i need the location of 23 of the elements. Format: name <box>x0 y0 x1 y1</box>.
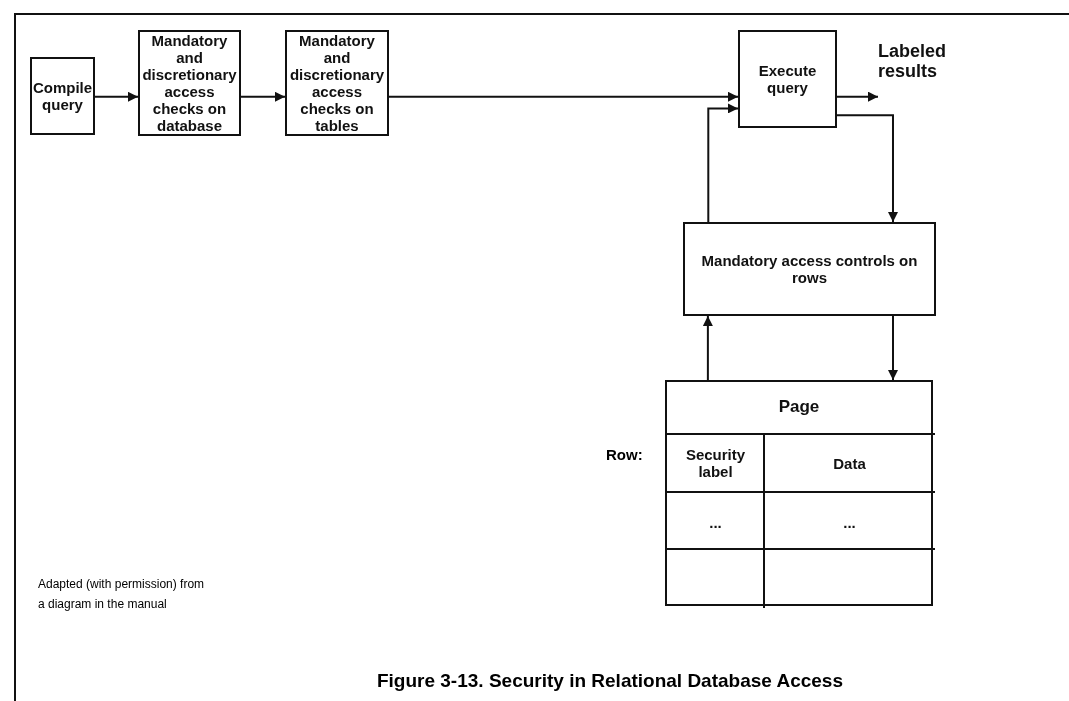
process-box: Mandatory and discretionary access checks on database <box>138 30 241 136</box>
process-box: Mandatory access controls on rows <box>683 222 936 316</box>
process-box: Compile query <box>30 57 95 135</box>
figure-caption: Figure 3-13. Security in Relational Database Access <box>375 670 844 692</box>
arrow <box>888 315 898 381</box>
process-box: Mandatory and discretionary access checks on tables <box>285 30 389 136</box>
arrow <box>707 103 739 223</box>
table-title: Page <box>777 398 821 415</box>
column-header: Security label <box>684 445 747 482</box>
output-text: Labeled results <box>878 36 978 86</box>
source-note: Adapted (with permission) from a diagram in the manual <box>38 576 206 613</box>
ellipsis-text: ... <box>842 512 857 533</box>
arrow <box>240 91 286 102</box>
process-box: Execute query <box>738 30 837 128</box>
column-header: Data <box>832 453 867 474</box>
ellipsis-text: ... <box>708 512 723 533</box>
arrow <box>836 91 879 102</box>
arrow <box>388 91 739 102</box>
row-label: Row: <box>606 446 644 463</box>
table-box <box>665 380 933 606</box>
arrow <box>94 91 139 102</box>
arrow <box>702 315 713 381</box>
arrow <box>836 114 898 223</box>
